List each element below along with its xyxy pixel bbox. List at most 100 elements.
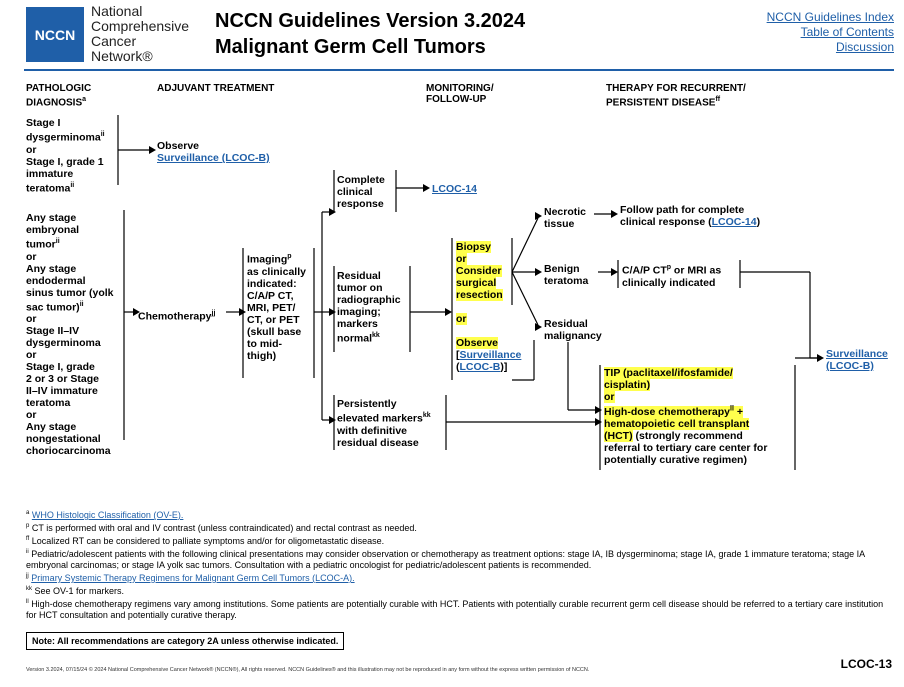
node-line: 2 or 3 or Stage: [26, 373, 99, 385]
connector: [511, 217, 539, 273]
node-line: referral to tertiary care center for: [604, 441, 768, 454]
footnote-ref: p: [287, 253, 292, 260]
node-line: Stage I: [26, 117, 61, 129]
observe-node: Observe Surveillance (LCOC-B): [157, 140, 270, 164]
surveillance-link[interactable]: Surveillance (LCOC-B): [157, 152, 270, 164]
arrowhead: [423, 184, 430, 192]
node-line: or: [26, 313, 37, 325]
node-line: thigh): [247, 349, 277, 362]
node-line: +: [733, 405, 743, 418]
col-header-text: PERSISTENT DISEASE: [606, 97, 716, 109]
node-line: choriocarcinoma: [26, 445, 111, 457]
table-of-contents-link[interactable]: Table of Contents: [800, 25, 894, 39]
arrowhead: [329, 416, 336, 424]
footnote-marker: p: [26, 523, 30, 529]
benign-teratoma-node: Benign teratoma: [544, 263, 588, 287]
node-line: resection: [456, 289, 503, 301]
col-header-text: MONITORING/: [426, 83, 494, 94]
node-line: tissue: [544, 218, 575, 230]
node-line: clinical response: [620, 216, 706, 228]
node-line: Any stage: [26, 262, 77, 275]
node-line: Consider: [456, 265, 502, 277]
surveillance-right-node: Surveillance (LCOC-B): [826, 348, 888, 372]
node-line: High-dose chemotherapy: [604, 405, 731, 418]
footnotes: a WHO Histologic Classification (OV-E). …: [26, 508, 886, 621]
footnote-text: High-dose chemotherapy regimens vary amo…: [26, 599, 884, 620]
guidelines-index-link[interactable]: NCCN Guidelines Index: [766, 10, 894, 24]
arrowhead: [817, 354, 824, 362]
node-line: cisplatin): [604, 379, 651, 391]
node-line: with definitive: [337, 424, 408, 437]
footnote-marker: ff: [26, 536, 30, 542]
tip-therapy-node: TIP (paclitaxel/ifosfamide/ cisplatin) o…: [604, 367, 794, 466]
title-line-2: Malignant Germ Cell Tumors: [215, 36, 486, 58]
logo-line: National: [91, 3, 143, 19]
col-header-text: DIAGNOSIS: [26, 97, 83, 109]
node-line: dysgerminoma: [26, 337, 101, 349]
node-line: indicated:: [247, 277, 297, 290]
node-line: dysgerminoma: [26, 131, 101, 144]
lcoc14-link[interactable]: LCOC-14: [711, 216, 757, 228]
node-line: teratoma: [26, 397, 71, 409]
node-line: teratoma: [544, 275, 589, 287]
discussion-link[interactable]: Discussion: [835, 40, 894, 54]
node-line: TIP (paclitaxel/ifosfamide/: [604, 367, 733, 379]
node-line: clinically indicated: [622, 276, 716, 289]
arrowhead: [595, 418, 602, 426]
chemo-label: Chemotherapy: [138, 310, 212, 323]
node-line: (strongly recommend: [632, 429, 743, 442]
node-line: malignancy: [544, 330, 602, 342]
node-line: endodermal: [26, 274, 86, 287]
node-line: nongestational: [26, 433, 101, 445]
persistent-markers-node: Persistently elevated markerskk with def…: [337, 398, 431, 449]
footnote-ref: jj: [211, 310, 216, 317]
node-line: immature: [26, 167, 74, 180]
footnote-link[interactable]: WHO Histologic Classification (OV-E).: [31, 510, 184, 520]
node-line: embryonal: [26, 224, 80, 236]
footnote-ref: ii: [79, 300, 84, 308]
node-line: C/A/P CT,: [247, 289, 294, 302]
logo-line: Cancer: [91, 33, 137, 49]
node-line: (skull base: [247, 325, 302, 338]
surveillance-link[interactable]: Surveillance: [826, 348, 888, 360]
node-line: sac tumor): [26, 301, 80, 313]
logo-wordmark: National Comprehensive Cancer Network®: [91, 4, 189, 64]
footnote-marker: kk: [26, 586, 32, 592]
node-line: Observe: [456, 337, 499, 349]
arrowhead: [611, 268, 618, 276]
node-line: (HCT): [604, 429, 633, 442]
node-line: clinical: [337, 186, 373, 198]
node-line: or: [456, 313, 467, 325]
node-line: potentially curative regimen): [604, 453, 747, 466]
node-line: surgical: [456, 277, 497, 289]
imaging-node: Imagingp as clinically indicated: C/A/P …: [247, 251, 311, 362]
capct-node: C/A/P CTp or MRI as clinically indicated: [622, 262, 721, 289]
arrowhead: [329, 308, 336, 316]
lcoc14-link[interactable]: LCOC-14: [432, 183, 477, 195]
arrowhead: [445, 308, 452, 316]
top-links: NCCN Guidelines Index Table of Contents …: [767, 10, 894, 55]
footnote-ref: ff: [715, 96, 721, 103]
footnote-link[interactable]: Primary Systemic Therapy Regimens for Ma…: [31, 573, 355, 583]
col-header-text: FOLLOW-UP: [426, 94, 487, 105]
node-line: Complete: [337, 174, 385, 186]
page-title: NCCN Guidelines Version 3.2024 Malignant…: [215, 8, 525, 60]
observe-label: Observe: [157, 140, 200, 152]
node-line: or: [26, 143, 37, 156]
surveillance-link[interactable]: Surveillance: [459, 349, 522, 361]
arrowhead: [149, 146, 156, 154]
logo-badge: NCCN: [34, 26, 76, 43]
surveillance-link[interactable]: LCOC-B: [459, 361, 501, 373]
surveillance-link[interactable]: (LCOC-B): [826, 360, 874, 372]
footnote-ref: a: [82, 96, 87, 103]
arrowhead: [535, 268, 542, 276]
node-line: as clinically: [247, 265, 306, 278]
node-line: residual disease: [337, 436, 419, 449]
category-note: Note: All recommendations are category 2…: [26, 632, 345, 650]
arrowhead: [239, 308, 246, 316]
node-line: tumor on: [337, 282, 383, 294]
footnote-ref: kk: [372, 332, 380, 339]
anystage-node: Any stage embryonal tumorii or Any stage…: [26, 212, 122, 457]
col-header-adjuvant: ADJUVANT TREATMENT: [157, 83, 275, 94]
necrotic-node: Necrotic tissue: [544, 206, 586, 230]
